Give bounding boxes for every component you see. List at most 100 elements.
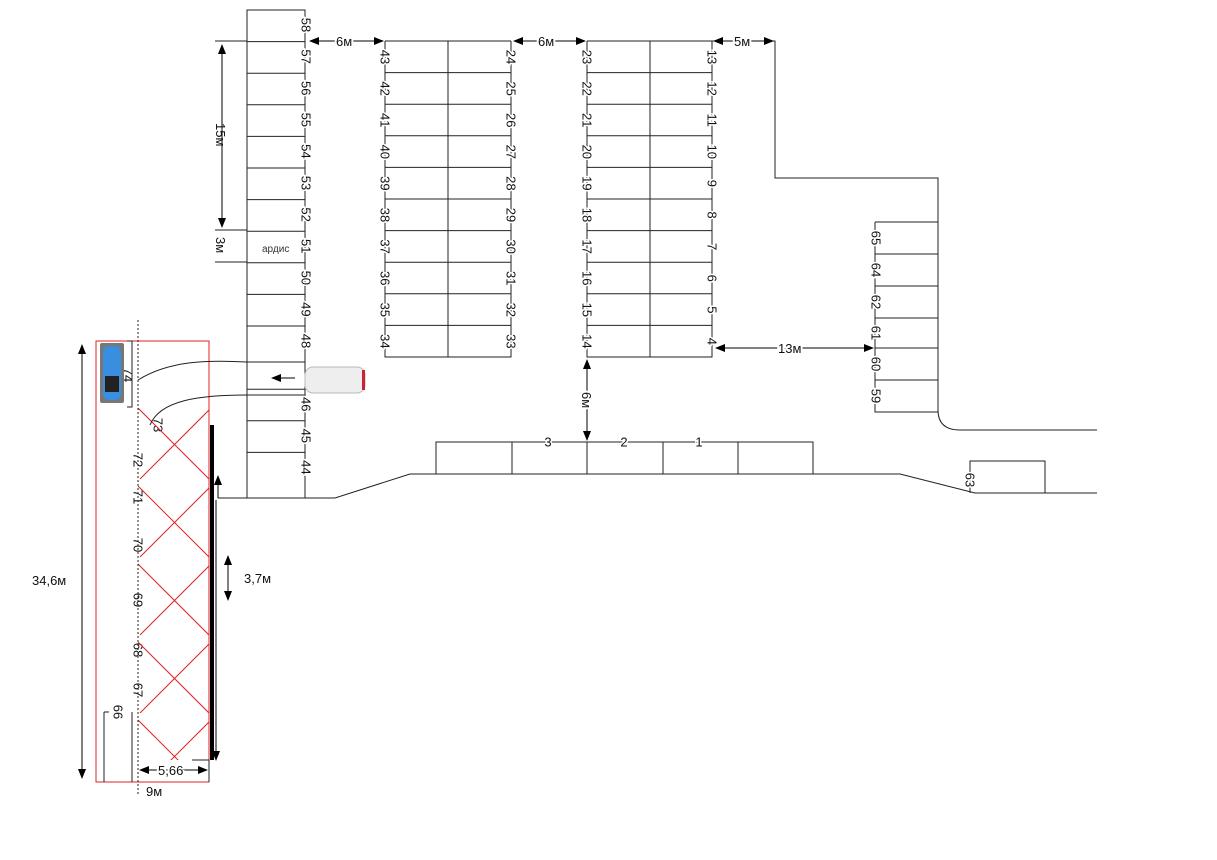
- stall-block-a: [246, 9, 306, 498]
- stall-number: 56: [299, 81, 314, 95]
- stall-number: 58: [299, 18, 314, 32]
- stall-number: 24: [504, 50, 519, 64]
- stall-number: 65: [869, 231, 884, 245]
- stall-number: 5: [705, 306, 720, 313]
- ground-line: [218, 473, 1097, 499]
- hatch-line: [139, 409, 209, 480]
- stall-number: 26: [504, 113, 519, 127]
- hatch-line: [139, 565, 209, 636]
- stall-number: 52: [299, 207, 314, 221]
- stall-number: 33: [504, 334, 519, 348]
- dim-3-7m: 3,7м: [244, 571, 271, 586]
- stall-number: 10: [705, 145, 720, 159]
- stall-number: 17: [580, 239, 595, 253]
- stall-number: 28: [504, 176, 519, 190]
- stall-number: 45: [299, 429, 314, 443]
- stall-number: 62: [869, 295, 884, 309]
- stall-number: 15: [580, 303, 595, 317]
- hatch-line: [140, 800, 209, 860]
- stall-number: 55: [299, 113, 314, 127]
- stall-number: 11: [705, 113, 720, 127]
- hatch-line: [138, 641, 209, 714]
- stall-number: 63: [963, 473, 978, 487]
- stall-number: 61: [869, 326, 884, 340]
- stall-number: 54: [299, 144, 314, 158]
- stall-number: 7: [705, 243, 720, 250]
- stall-number: 50: [299, 271, 314, 285]
- hatch-line: [138, 563, 209, 636]
- stall-number: 16: [580, 271, 595, 285]
- stall-number: 21: [580, 113, 595, 127]
- hatch-line: [138, 719, 179, 760]
- hatch-line: [139, 487, 209, 558]
- stall-number: 42: [378, 81, 393, 95]
- stall-number: 66: [111, 705, 126, 719]
- stall-number: 1: [695, 435, 702, 450]
- stall-number: 22: [580, 81, 595, 95]
- dim-34-6m: 34,6м: [32, 573, 66, 588]
- stall-number: 31: [504, 271, 519, 285]
- stall-number: 19: [580, 176, 595, 190]
- stall-number: 38: [378, 208, 393, 222]
- stall-number: 37: [378, 239, 393, 253]
- stall-number: 34: [378, 334, 393, 348]
- stall-number: 6: [705, 275, 720, 282]
- stall-number: 29: [504, 208, 519, 222]
- dim-6m-a: 6м: [336, 34, 352, 49]
- stall-number: 9: [705, 180, 720, 187]
- stall-number: 73: [151, 418, 166, 432]
- stall-number: 39: [378, 176, 393, 190]
- stall-brackets: [103, 340, 133, 782]
- dim-6m-vertical: 6м: [579, 392, 594, 408]
- stall-number: 4: [705, 338, 720, 345]
- stall-number: 46: [299, 397, 314, 411]
- tenant-label: ардис: [262, 244, 289, 255]
- dim-9m: 9м: [146, 784, 162, 799]
- red-parking-zone: [95, 340, 210, 783]
- dim-13m: 13м: [778, 341, 801, 356]
- stall-number: 30: [504, 239, 519, 253]
- stall-number: 64: [869, 263, 884, 277]
- stall-single: [969, 460, 1046, 493]
- stall-number: 44: [299, 460, 314, 474]
- stall-block-d: [874, 221, 938, 413]
- stall-number: 27: [504, 145, 519, 159]
- diagonal-stall-hatching: [138, 407, 209, 860]
- hatch-line: [138, 407, 209, 480]
- stall-number: 48: [299, 334, 314, 348]
- hatch-line: [138, 485, 209, 558]
- stall-number: 49: [299, 302, 314, 316]
- stall-number: 57: [299, 49, 314, 63]
- stall-number: 14: [580, 334, 595, 348]
- stall-number: 2: [620, 435, 627, 450]
- stall-number: 20: [580, 145, 595, 159]
- stall-number: 13: [705, 50, 720, 64]
- stall-number: 3: [544, 435, 551, 450]
- stall-number: 23: [580, 50, 595, 64]
- hatch-line: [170, 721, 209, 760]
- stall-number: 53: [299, 176, 314, 190]
- stall-number: 36: [378, 271, 393, 285]
- blue-car-icon: [100, 343, 124, 403]
- stall-number: 8: [705, 211, 720, 218]
- dim-5-66: 5,66: [158, 763, 183, 778]
- stall-number: 51: [299, 239, 314, 253]
- stall-number: 40: [378, 145, 393, 159]
- stall-number: 59: [869, 389, 884, 403]
- dim-5m: 5м: [734, 34, 750, 49]
- stall-number: 43: [378, 50, 393, 64]
- dim-15m: 15м: [213, 123, 228, 146]
- stall-number: 41: [378, 113, 393, 127]
- white-car-icon: [304, 366, 366, 394]
- stall-number: 32: [504, 303, 519, 317]
- hatch-line: [139, 643, 209, 714]
- stall-number: 35: [378, 303, 393, 317]
- stall-number: 25: [504, 81, 519, 95]
- stall-number: 12: [705, 81, 720, 95]
- dim-3m: 3м: [213, 237, 228, 253]
- stall-number: 18: [580, 208, 595, 222]
- structure-lines: [215, 9, 1097, 499]
- stall-number: 60: [869, 357, 884, 371]
